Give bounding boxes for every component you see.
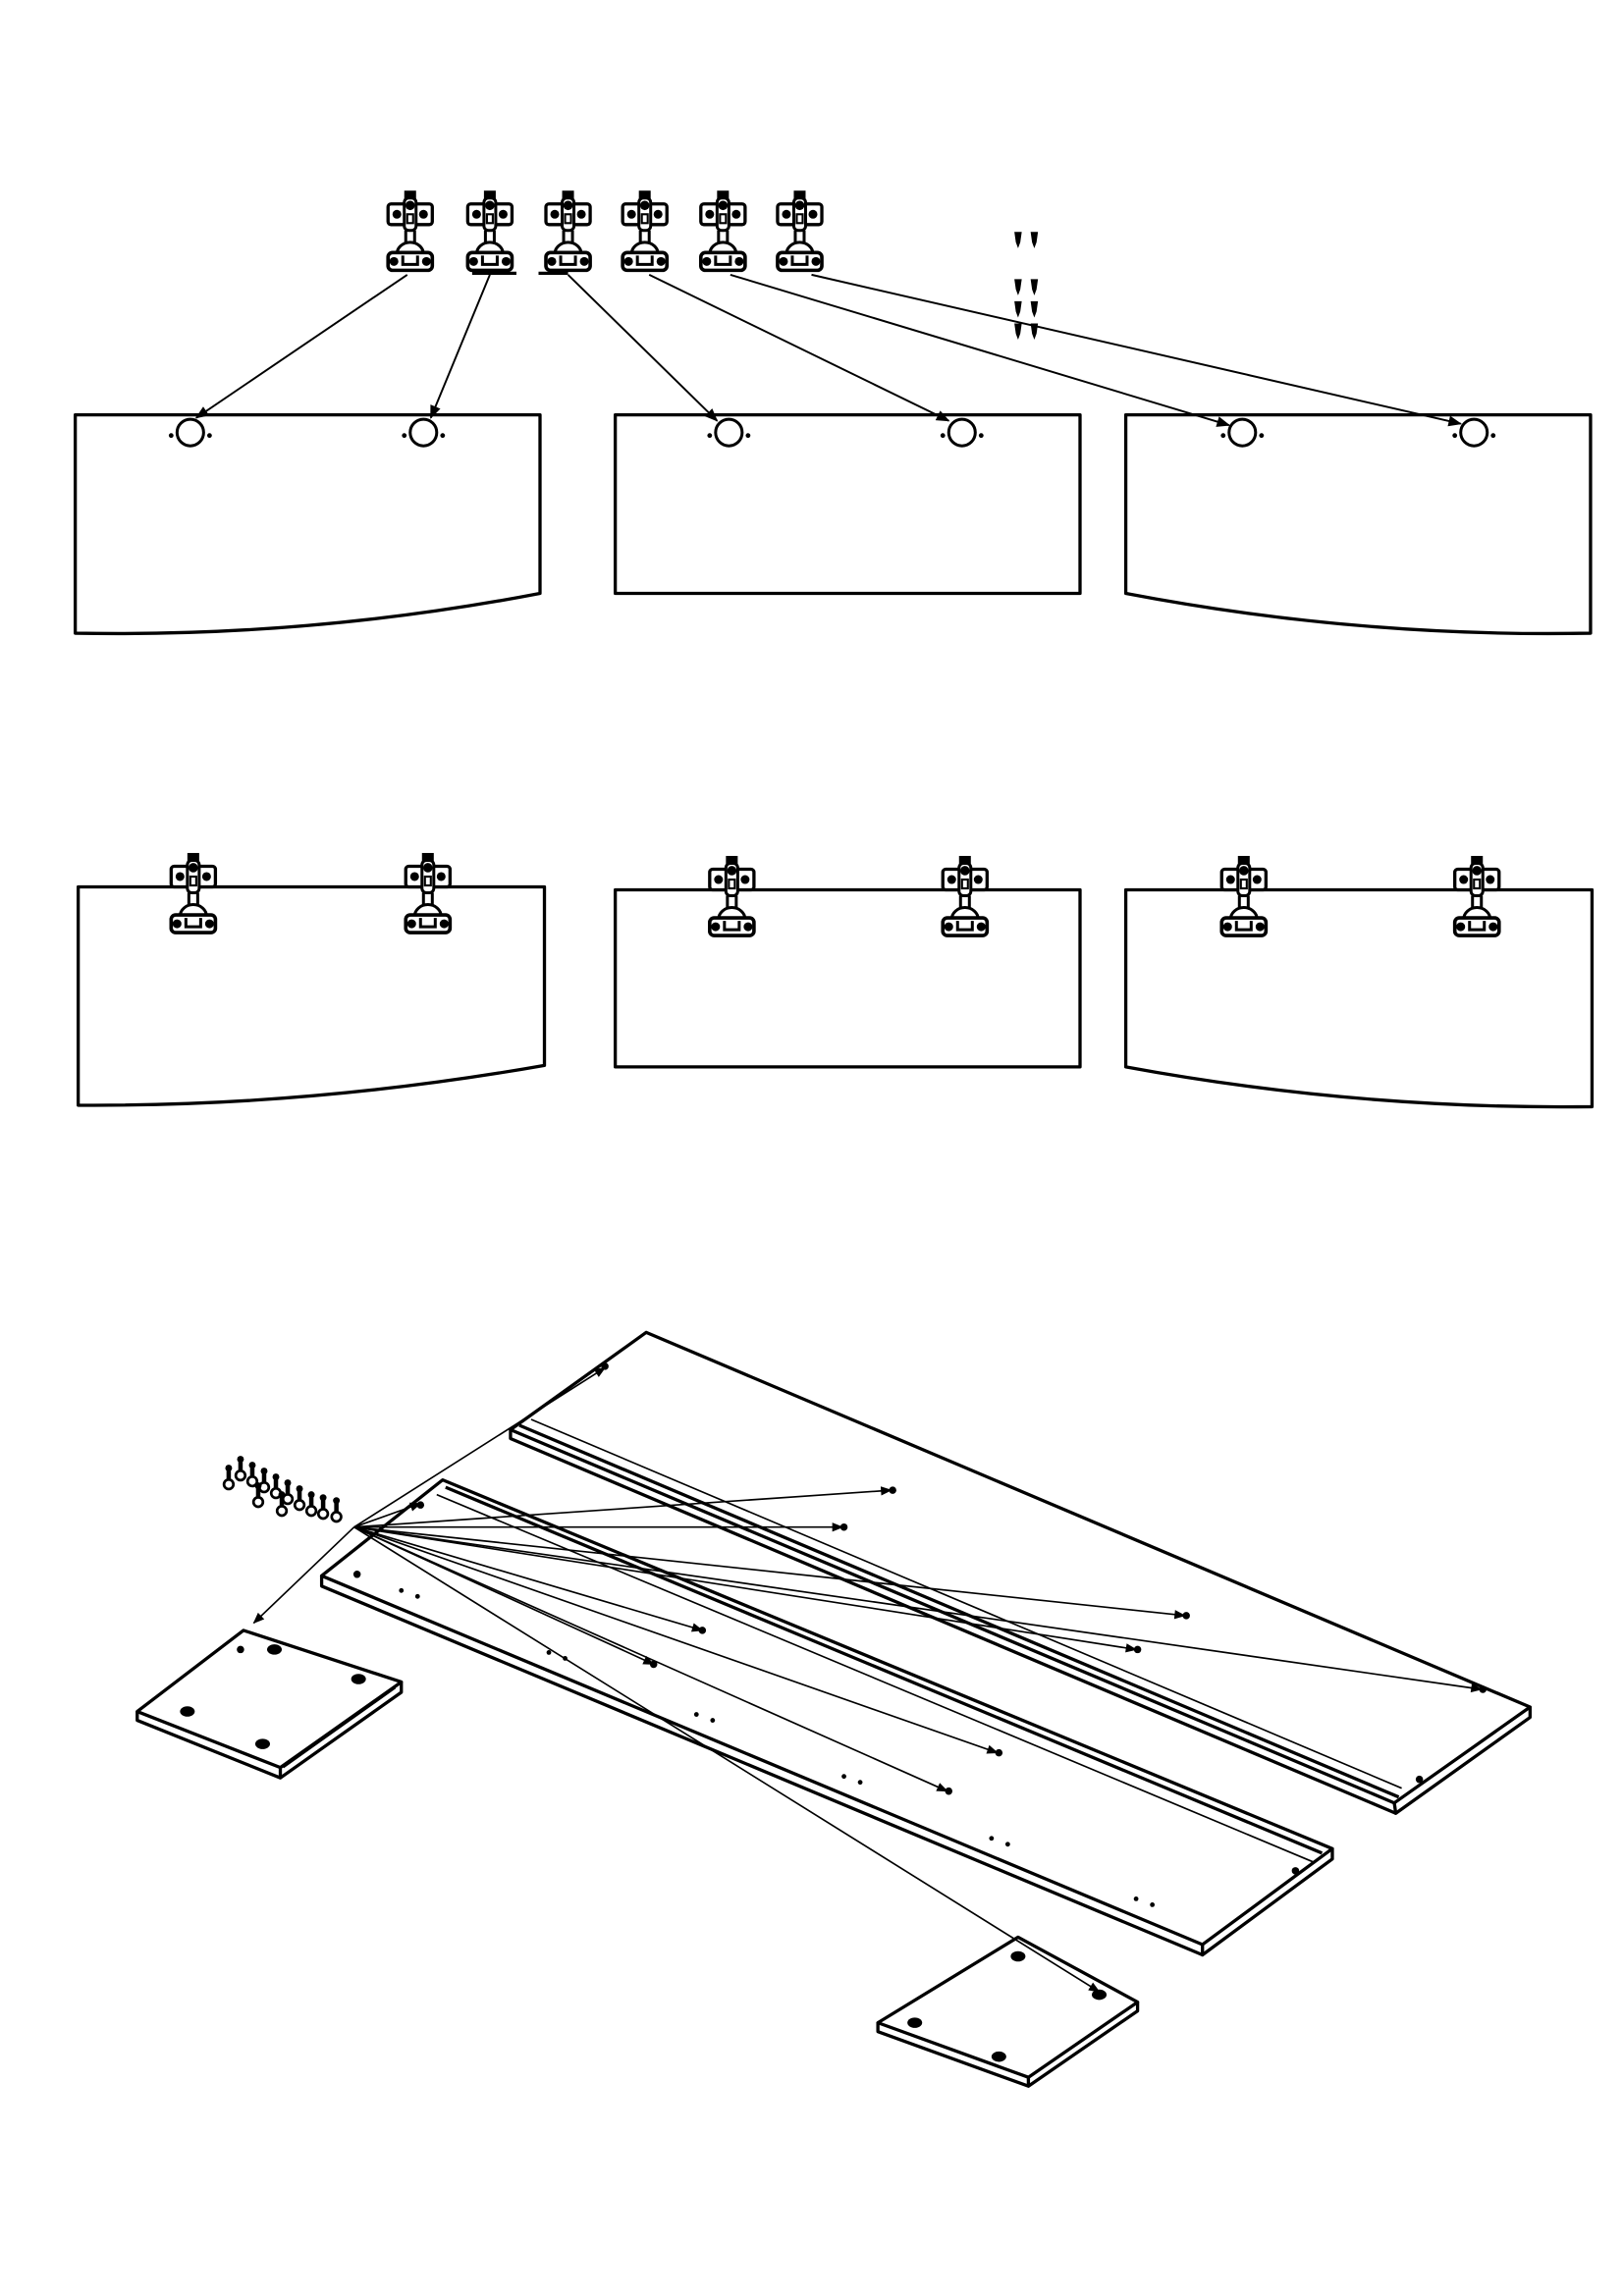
screw-icon: [1030, 300, 1039, 318]
screw-icon: [1030, 279, 1039, 295]
door-panel-left: [73, 412, 542, 636]
cabinet-side-panel-right: [876, 1935, 1140, 2088]
assembly-arrows: [252, 1366, 1483, 1993]
mounting-hole: [168, 417, 212, 448]
bolt-set: [222, 1454, 343, 1523]
target-points: [649, 1486, 1487, 1795]
screw-icon: [1030, 232, 1039, 248]
mounting-hole: [1452, 417, 1496, 448]
screw-icon: [281, 1477, 295, 1506]
hinge-icon: [465, 188, 514, 273]
screw-icon: [1014, 279, 1022, 295]
cabinet-side-panel-left: [135, 1629, 404, 1780]
door-panel-left: [76, 884, 547, 1107]
cabinet-top-panel: [509, 1330, 1532, 1815]
screw-icon: [330, 1495, 343, 1523]
screw-icon: [1014, 232, 1022, 248]
screw-icon: [1014, 323, 1022, 341]
screw-icon: [251, 1480, 265, 1509]
screw-icon: [304, 1489, 318, 1518]
screw-icon: [245, 1460, 259, 1488]
mounting-hole: [1220, 417, 1265, 448]
hinge-icon: [404, 851, 453, 934]
hinge-icon: [386, 188, 435, 273]
screw-icon: [316, 1492, 330, 1521]
hinge-set: [386, 188, 824, 276]
cabinet-bottom-panel: [319, 1477, 1334, 1957]
hinge-icon: [621, 188, 670, 273]
door-panel-right: [1123, 887, 1595, 1109]
hinge-icon: [941, 854, 990, 937]
hinge-icon: [1219, 854, 1269, 937]
mounting-hole: [402, 417, 446, 448]
hinge-icon: [1452, 854, 1501, 937]
step-3-cabinet-frame: [135, 1330, 1532, 2088]
step-2-hinges-mounted: [76, 851, 1595, 1109]
hinge-icon: [776, 188, 824, 273]
step-1-drill-hinge-cups: [73, 188, 1593, 636]
door-panel-right: [1123, 412, 1593, 636]
hinge-icon: [169, 851, 218, 934]
door-panel-middle: [613, 412, 1082, 596]
assembly-arrows: [194, 273, 1463, 427]
mounting-hole: [940, 417, 984, 448]
hinge-icon: [544, 188, 592, 273]
screw-icon: [222, 1463, 236, 1491]
mounting-hole: [707, 417, 751, 448]
mounting-holes: [168, 417, 1496, 448]
screw-icon: [1014, 300, 1022, 318]
hinge-icon: [708, 854, 756, 937]
hinge-icon: [698, 188, 747, 273]
door-panel-middle: [613, 887, 1082, 1069]
screw-icon: [293, 1483, 306, 1512]
screw-icon: [234, 1454, 247, 1482]
screw-icon: [257, 1466, 271, 1494]
